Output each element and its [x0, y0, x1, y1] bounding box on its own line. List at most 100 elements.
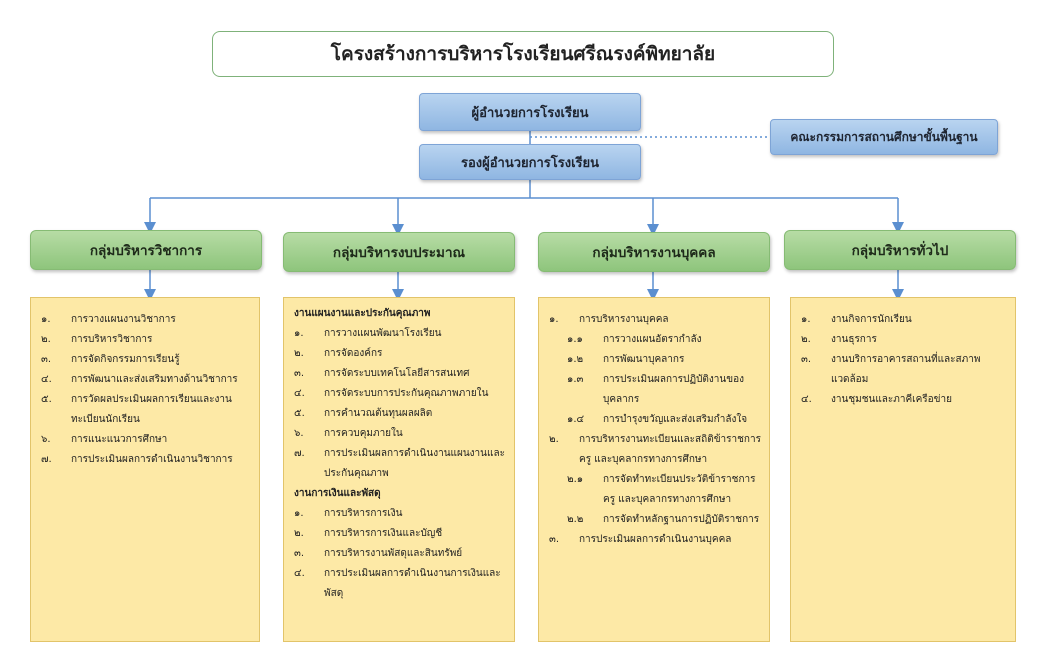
- group-header-general: กลุ่มบริหารทั่วไป: [784, 230, 1016, 270]
- list-item: ๒.๑ การจัดทำทะเบียนประวัติข้าราชการครู แล…: [549, 470, 761, 510]
- item-number: ๑.: [294, 328, 304, 339]
- list-item: ๒.๒การจัดทำหลักฐานการปฏิบัติราชการ: [549, 510, 761, 530]
- item-text: การวางแผนงานวิชาการ: [71, 314, 176, 325]
- list-item: ๔. งานชุมชนและภาคีเครือข่าย: [801, 390, 1007, 410]
- item-number: ๒.: [801, 334, 811, 345]
- item-number: ๒.๒: [567, 514, 584, 525]
- list-item: ๒. การบริหารการเงินและบัญชี: [294, 524, 506, 544]
- deputy-box: รองผู้อำนวยการโรงเรียน: [419, 144, 641, 180]
- director-box: ผู้อำนวยการโรงเรียน: [419, 93, 641, 131]
- list-item: ๑.การวางแผนงานวิชาการ: [41, 310, 251, 330]
- item-number: ๑.: [549, 314, 559, 325]
- item-text: การจัดทำทะเบียนประวัติข้าราชการครู และบุ…: [603, 474, 756, 505]
- item-number: ๔.: [801, 394, 812, 405]
- item-number: ๑.: [801, 314, 811, 325]
- item-number: ๓.: [294, 368, 305, 379]
- group-header-budget: กลุ่มบริหารงบประมาณ: [283, 232, 515, 272]
- item-text: การบริหารการเงิน: [324, 508, 403, 519]
- item-text: การพัฒนาบุคลากร: [603, 354, 685, 365]
- list-item: ๑. การบริหารงานบุคคล: [549, 310, 761, 330]
- list-item: ๒. การบริหารงานทะเบียนและสถิติข้าราชการคร…: [549, 430, 761, 470]
- item-number: ๑.๒: [567, 354, 584, 365]
- item-text: การประเมินผลการดำเนินงานบุคคล: [579, 534, 732, 545]
- item-number: ๕.: [41, 394, 52, 405]
- list-item: ๓.งานบริการอาคารสถานที่และสภาพแวดล้อม: [801, 350, 1007, 390]
- item-number: ๓.: [549, 534, 560, 545]
- item-number: ๕.: [294, 408, 305, 419]
- list-item: ๒. งานธุรการ: [801, 330, 1007, 350]
- list-item: ๑. การวางแผนพัฒนาโรงเรียน: [294, 324, 506, 344]
- item-text: การประเมินผลการปฏิบัติงานของบุคลากร: [603, 374, 744, 405]
- group-header-academic: กลุ่มบริหารวิชาการ: [30, 230, 262, 270]
- item-number: ๓.: [801, 354, 812, 365]
- item-text: การประเมินผลการดำเนินงานการเงินและพัสดุ: [324, 568, 501, 599]
- section-heading: งานการเงินและพัสดุ: [294, 488, 381, 499]
- item-text: งานชุมชนและภาคีเครือข่าย: [831, 394, 952, 405]
- list-item: ๓. การจัดกิจกรรมการเรียนรู้: [41, 350, 251, 370]
- list-item: ๔. การจัดระบบการประกันคุณภาพภายใน: [294, 384, 506, 404]
- item-number: ๑.๓: [567, 374, 584, 385]
- item-text: การควบคุมภายใน: [324, 428, 403, 439]
- list-item: ๓. การจัดระบบเทคโนโลยีสารสนเทศ: [294, 364, 506, 384]
- item-number: ๑.๔: [567, 414, 585, 425]
- list-item: ๑.๔ การบำรุงขวัญและส่งเสริมกำลังใจ: [549, 410, 761, 430]
- list-item: ๕. การวัดผลประเมินผลการเรียนและงานทะเบียน…: [41, 390, 251, 430]
- section-heading: งานแผนงานและประกันคุณภาพ: [294, 308, 431, 319]
- item-number: ๒.: [549, 434, 559, 445]
- item-number: ๖.: [41, 434, 51, 445]
- item-number: ๒.: [294, 528, 304, 539]
- item-text: การวางแผนพัฒนาโรงเรียน: [324, 328, 442, 339]
- item-text: การประเมินผลการดำเนินงานวิชาการ: [71, 454, 233, 465]
- list-item: ๑. การบริหารการเงิน: [294, 504, 506, 524]
- list-item: ๖. การแนะแนวการศึกษา: [41, 430, 251, 450]
- item-number: ๔.: [294, 568, 305, 579]
- item-number: ๒.: [294, 348, 304, 359]
- list-item: ๗. การประเมินผลการดำเนินงานแผนงานและประกั…: [294, 444, 506, 484]
- item-text: การบริหารงานทะเบียนและสถิติข้าราชการครู …: [579, 434, 761, 465]
- committee-box: คณะกรรมการสถานศึกษาขั้นพื้นฐาน: [770, 119, 998, 155]
- list-item: ๓. การประเมินผลการดำเนินงานบุคคล: [549, 530, 761, 550]
- item-text: การวางแผนอัตรากำลัง: [603, 334, 702, 345]
- item-number: ๑.: [294, 508, 304, 519]
- item-number: ๖.: [294, 428, 304, 439]
- item-text: การบำรุงขวัญและส่งเสริมกำลังใจ: [603, 414, 748, 425]
- list-item: ๒. การจัดองค์กร: [294, 344, 506, 364]
- item-text: การพัฒนาและส่งเสริมทางด้านวิชาการ: [71, 374, 238, 385]
- item-number: ๒.๑: [567, 474, 584, 485]
- item-number: ๓.: [41, 354, 52, 365]
- item-text: งานธุรการ: [831, 334, 877, 345]
- item-number: ๗.: [294, 448, 305, 459]
- item-text: การจัดองค์กร: [324, 348, 383, 359]
- item-text: การประเมินผลการดำเนินงานแผนงานและประกันค…: [324, 448, 505, 479]
- list-item: ๑. งานกิจการนักเรียน: [801, 310, 1007, 330]
- detail-box-academic: ๑.การวางแผนงานวิชาการ๒.การบริหารวิชาการ๓…: [30, 297, 260, 642]
- item-text: การจัดกิจกรรมการเรียนรู้: [71, 354, 180, 365]
- item-number: ๔.: [41, 374, 52, 385]
- item-number: ๓.: [294, 548, 305, 559]
- list-item: ๑.๒ การพัฒนาบุคลากร: [549, 350, 761, 370]
- item-text: การคำนวณต้นทุนผลผลิต: [324, 408, 433, 419]
- item-text: การจัดระบบการประกันคุณภาพภายใน: [324, 388, 489, 399]
- item-text: การจัดระบบเทคโนโลยีสารสนเทศ: [324, 368, 470, 379]
- item-text: งานกิจการนักเรียน: [831, 314, 912, 325]
- chart-title: โครงสร้างการบริหารโรงเรียนศรีณรงค์พิทยาล…: [212, 31, 834, 77]
- item-number: ๑.๑: [567, 334, 583, 345]
- list-item: ๒.การบริหารวิชาการ: [41, 330, 251, 350]
- list-item: ๗. การประเมินผลการดำเนินงานวิชาการ: [41, 450, 251, 470]
- detail-box-budget: งานแผนงานและประกันคุณภาพ๑. การวางแผนพัฒนา…: [283, 297, 515, 642]
- item-text: การแนะแนวการศึกษา: [71, 434, 168, 445]
- item-number: ๔.: [294, 388, 305, 399]
- item-text: การบริหารการเงินและบัญชี: [324, 528, 443, 539]
- item-text: การบริหารงานบุคคล: [579, 314, 669, 325]
- item-text: การวัดผลประเมินผลการเรียนและงานทะเบียนนั…: [71, 394, 232, 425]
- list-item: ๑.๑ การวางแผนอัตรากำลัง: [549, 330, 761, 350]
- group-header-personnel: กลุ่มบริหารงานบุคคล: [538, 232, 770, 272]
- item-number: ๗.: [41, 454, 52, 465]
- list-item: ๓. การบริหารงานพัสดุและสินทรัพย์: [294, 544, 506, 564]
- item-text: การบริหารวิชาการ: [71, 334, 153, 345]
- detail-box-general: ๑. งานกิจการนักเรียน๒. งานธุรการ๓.งานบริกา…: [790, 297, 1016, 642]
- item-text: การบริหารงานพัสดุและสินทรัพย์: [324, 548, 463, 559]
- detail-box-personnel: ๑. การบริหารงานบุคคล๑.๑ การวางแผนอัตรากำลั…: [538, 297, 770, 642]
- list-item: ๔. การพัฒนาและส่งเสริมทางด้านวิชาการ: [41, 370, 251, 390]
